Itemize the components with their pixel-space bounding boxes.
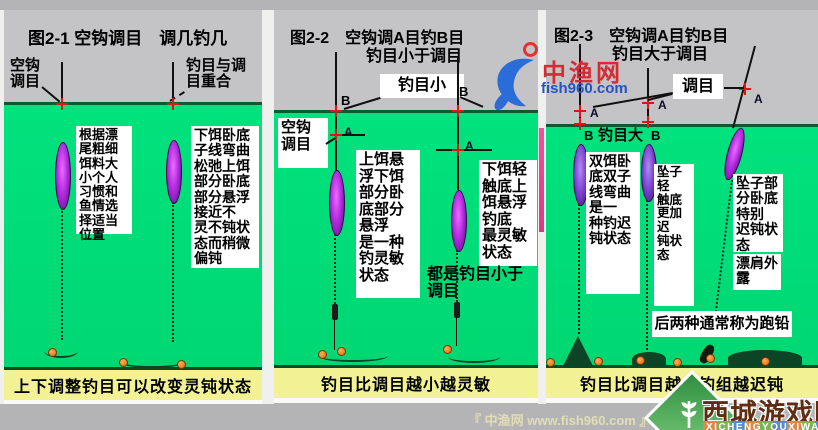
b-mark-1: B	[584, 128, 594, 143]
hook-dot	[443, 345, 452, 354]
float-body	[451, 190, 467, 252]
b-mark-left: B	[341, 93, 351, 108]
panel3-diaomu-big-label: 钓目大	[598, 127, 644, 144]
hook-dot	[594, 357, 603, 366]
tuning-cross-mark	[330, 129, 342, 141]
fishing-line-dotted	[334, 234, 336, 304]
sinker	[454, 302, 460, 318]
panel1-bottom-strip	[4, 400, 262, 404]
panel3-title-line1: 图2-3 空钩调A目钓B目	[554, 28, 729, 45]
b-mark-right: B	[459, 84, 469, 99]
panel3-note-box-2: 坠子轻 触底 更加迟 钝状态	[654, 164, 694, 306]
fishing-line-dotted	[172, 202, 174, 342]
tuning-cross-mark	[574, 105, 586, 117]
tuning-level-line	[436, 149, 492, 151]
bottom-mound	[562, 336, 594, 368]
sinker	[332, 304, 338, 320]
tuning-cross-mark	[642, 97, 654, 109]
fish-icon	[494, 58, 534, 111]
hook-dot	[761, 357, 770, 366]
a-mark-1: A	[590, 106, 599, 120]
hook-curve	[44, 344, 78, 358]
waterline-cross-mark	[330, 105, 342, 117]
xicheng-logo-pinyin: XICHENGYOUXIWANG	[703, 421, 818, 430]
fishing-line-dotted	[456, 250, 458, 302]
tuning-cross-mark	[739, 83, 751, 95]
left-border	[0, 10, 4, 404]
pointer-dash	[724, 87, 744, 89]
panel2-note-box-right: 下饵轻 触底上 饵悬浮 钓底 最灵敏 状态	[479, 160, 537, 266]
hook-dot	[546, 358, 555, 367]
hook-dot	[177, 360, 186, 369]
a-mark-left: A	[344, 125, 353, 139]
hook-dot	[48, 348, 57, 357]
float-stem	[457, 56, 459, 190]
float-body	[55, 142, 71, 210]
waterline-cross-mark	[452, 105, 464, 117]
a-mark-2: A	[658, 98, 667, 112]
panel1-empty-hook-label: 空钩 调目	[10, 57, 41, 91]
fish-logo-dot-icon	[523, 42, 538, 57]
a-mark-right: A	[465, 139, 474, 153]
panel2-caption: 钓目比调目越小越灵敏	[274, 368, 538, 398]
gutter-1-2	[262, 10, 274, 404]
panel3-title-line2: 钓目大于调目	[612, 46, 709, 63]
waterline-cross-mark	[167, 98, 179, 110]
panel3-float-shoulder-label: 漂肩外 露	[733, 254, 781, 290]
panel3-paoqian-note: 后两种通常称为跑铅	[652, 311, 792, 337]
waterline-cross-mark	[56, 98, 68, 110]
panel2-bottom-strip	[274, 398, 538, 403]
float-body	[329, 170, 345, 236]
panel1-note-box-left: 根据漂 尾粗细 饵料大 小个人 习惯和 鱼情选 择适当 位置	[76, 126, 132, 242]
hook-dot	[673, 358, 682, 367]
fishing-line	[456, 318, 457, 346]
waterline-cross-mark	[642, 116, 654, 128]
panel3-tiaomu-label: 调目	[673, 74, 723, 99]
panel2-summary-note: 都是钓目小于 调目	[427, 266, 524, 301]
fishing-line-dotted	[646, 200, 648, 350]
fishing-line-dotted	[61, 208, 63, 340]
panel3-note-box-3: 坠子部 分卧底 特别 迟钝状 态	[733, 174, 783, 252]
wheat-icon	[681, 401, 697, 428]
float-stem	[172, 62, 174, 104]
panel1-title: 图2-1 空钩调目 调几钓几	[28, 29, 228, 48]
fishing-line	[334, 320, 335, 350]
waterline-cross-mark	[574, 118, 586, 130]
gutter-pink-bar	[539, 128, 544, 232]
bottom-line-curve	[448, 351, 500, 363]
fish-logo-site-name: 中渔网	[542, 61, 623, 87]
hook-dot	[318, 350, 327, 359]
panel2-empty-hook-label: 空钩 调目	[278, 118, 328, 168]
bottom-line-curve	[120, 356, 184, 368]
fish-logo-url: fish960.com	[541, 80, 628, 97]
fishing-line-dotted	[578, 204, 580, 334]
hook-dot	[706, 354, 715, 363]
float-stem	[579, 44, 581, 126]
tuning-level-line	[337, 134, 365, 136]
hook-dot	[337, 347, 346, 356]
hook-dot	[119, 358, 128, 367]
tuning-cross-mark	[452, 144, 464, 156]
float-stem	[61, 62, 63, 104]
panel2-note-box-middle: 上饵悬 浮下饵 部分卧 底部分 悬浮 是一种 钓灵敏 状态	[356, 150, 420, 298]
panel1-caption: 上下调整钓目可以改变灵钝状态	[4, 370, 262, 400]
panel2-title-line2: 钓目小于调目	[366, 48, 463, 65]
bottom-line-curve	[318, 350, 388, 362]
panel3-note-box-1: 双饵卧 底双子 线弯曲 是一 种钓迟 钝状态	[586, 152, 640, 294]
panel2-title-line1: 图2-2 空钩调A目钓B目	[290, 30, 465, 47]
a-mark-3: A	[754, 92, 763, 106]
b-mark-2: B	[651, 128, 661, 143]
float-body	[166, 140, 182, 204]
hook-dot	[636, 356, 645, 365]
panel1-note-box-right: 下饵卧底 子线弯曲 松弛上饵 部分卧底 部分悬浮 接近不 灵不钝状 态而稍微 偏…	[191, 126, 259, 268]
panel1-overlap-label: 钓目与调 目重合	[186, 57, 247, 91]
panel2-diaomu-small-label: 钓目小	[380, 74, 464, 98]
